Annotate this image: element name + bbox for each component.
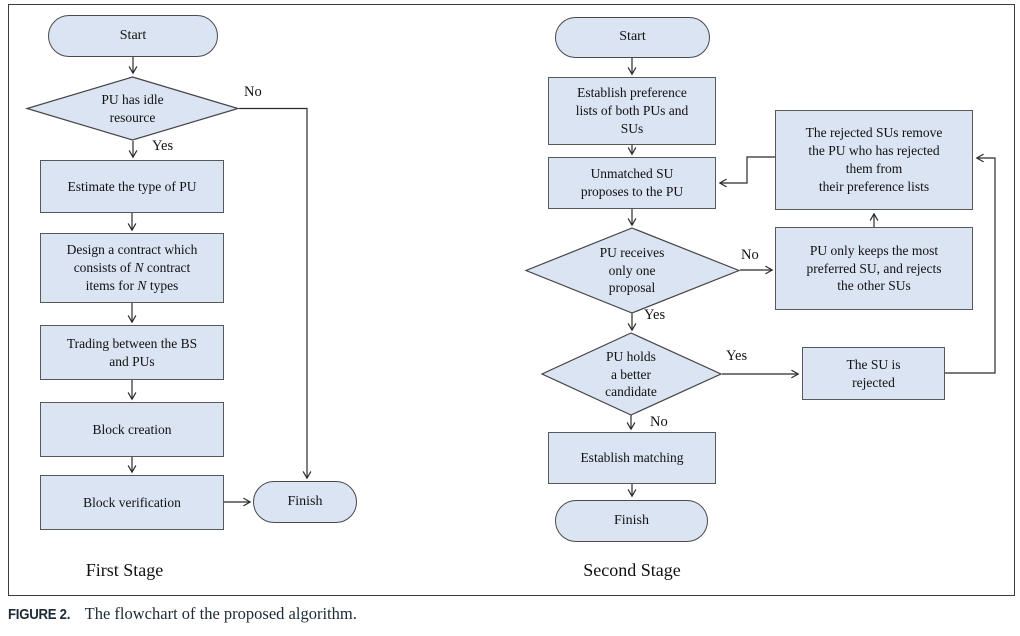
rejected-remove-line-1: The rejected SUs remove xyxy=(805,125,943,141)
stage2-su-rejected-box: The SU is rejected xyxy=(802,347,945,400)
stage2-decision-holds: PU holds a better candidate xyxy=(556,347,706,402)
stage1-no-label: No xyxy=(244,84,262,100)
keeps-line-2: preferred SU, and rejects xyxy=(806,260,942,276)
decision-holds-line-1: PU holds xyxy=(606,349,656,365)
design-contract-line-3: items for N types xyxy=(85,277,179,293)
stage2-unmatched-su-box: Unmatched SU proposes to the PU xyxy=(548,157,716,209)
stage1-start-label: Start xyxy=(119,27,147,43)
keeps-line-1: PU only keeps the most xyxy=(809,242,939,258)
stage2-establish-matching-box: Establish matching xyxy=(548,432,716,484)
decision-receives-line-1: PU receives xyxy=(599,245,665,261)
stage2-no-holds-label: No xyxy=(650,414,668,430)
stage2-no-receives-label: No xyxy=(741,247,759,263)
stage2-establish-lists-box: Establish preference lists of both PUs a… xyxy=(548,77,716,145)
stage1-block-creation-box: Block creation xyxy=(40,402,224,457)
decision-idle-line-1: PU has idle xyxy=(101,92,164,108)
italic-n: N xyxy=(137,277,147,293)
keeps-line-3: the other SUs xyxy=(837,278,911,294)
stage1-trading-box: Trading between the BS and PUs xyxy=(40,325,224,380)
establish-matching-label: Establish matching xyxy=(580,450,684,466)
stage2-finish-label: Finish xyxy=(613,512,649,528)
establish-lists-line-1: Establish preference xyxy=(577,85,687,101)
rejected-remove-line-4: their preference lists xyxy=(818,178,930,194)
figure-caption-label: FIGURE 2. xyxy=(8,606,71,623)
establish-lists-line-3: SUs xyxy=(620,120,644,136)
stage1-design-contract-box: Design a contract which consists of N co… xyxy=(40,233,224,303)
rejected-remove-line-2: the PU who has rejected xyxy=(808,143,940,159)
stage1-block-verification-box: Block verification xyxy=(40,475,224,530)
stage1-decision-idle-resource: PU has idle resource xyxy=(57,91,208,127)
stage1-title: First Stage xyxy=(85,560,164,580)
trading-line-2: and PUs xyxy=(109,353,155,369)
stage1-estimate-type-box: Estimate the type of PU xyxy=(40,160,224,213)
stage2-title: Second Stage xyxy=(583,560,681,580)
stage2-decision-receives: PU receives only one proposal xyxy=(557,243,707,298)
figure-caption-text: The flowchart of the proposed algorithm. xyxy=(84,604,357,623)
stage1-start-terminator: Start xyxy=(48,15,218,57)
decision-idle-line-2: resource xyxy=(109,110,156,125)
trading-line-1: Trading between the BS xyxy=(66,335,198,351)
stage1-finish-label: Finish xyxy=(287,493,323,509)
italic-n: N xyxy=(134,260,144,276)
rejected-remove-line-3: them from xyxy=(845,161,903,176)
design-contract-line-1: Design a contract which xyxy=(66,242,198,258)
stage2-finish-terminator: Finish xyxy=(555,500,708,542)
stage2-start-label: Start xyxy=(619,29,646,45)
stage2-rejected-remove-box: The rejected SUs remove the PU who has r… xyxy=(775,110,973,210)
stage1-yes-label: Yes xyxy=(152,138,174,154)
su-rejected-line-1: The SU is xyxy=(846,356,901,372)
decision-holds-line-3: candidate xyxy=(605,384,657,400)
decision-holds-line-2: a better xyxy=(610,366,652,382)
unmatched-line-1: Unmatched SU xyxy=(590,166,674,182)
su-rejected-line-2: rejected xyxy=(852,374,895,390)
stage2-keeps-most-preferred-box: PU only keeps the most preferred SU, and… xyxy=(775,227,973,310)
figure-caption: FIGURE 2. The flowchart of the proposed … xyxy=(8,604,1008,624)
estimate-type-label: Estimate the type of PU xyxy=(67,178,197,194)
establish-lists-line-2: lists of both PUs and xyxy=(575,103,689,119)
design-contract-line-2: consists of N contract xyxy=(73,260,191,276)
stage2-yes-receives-label: Yes xyxy=(644,307,666,323)
block-creation-label: Block creation xyxy=(92,421,172,437)
decision-receives-line-2: only one xyxy=(608,262,656,278)
block-verification-label: Block verification xyxy=(83,494,181,510)
stage1-finish-terminator: Finish xyxy=(253,481,357,523)
unmatched-line-2: proposes to the PU xyxy=(580,184,684,199)
decision-receives-line-3: proposal xyxy=(608,280,656,296)
stage2-start-terminator: Start xyxy=(555,17,710,58)
stage2-yes-holds-label: Yes xyxy=(726,348,748,364)
